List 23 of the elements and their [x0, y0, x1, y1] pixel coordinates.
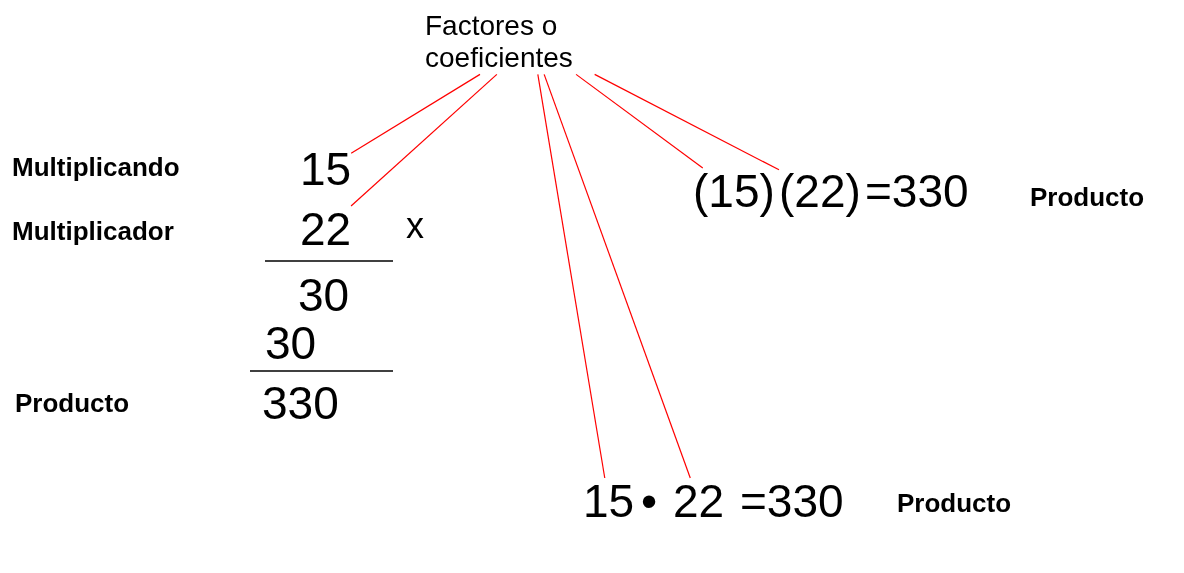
- leader-line: [594, 73, 780, 171]
- leader-line: [543, 73, 691, 479]
- number-text: 30: [298, 272, 350, 318]
- leader-line: [350, 73, 481, 154]
- leader-line: [350, 73, 498, 207]
- number-text: 22: [300, 206, 352, 252]
- term-label: Multiplicador: [12, 218, 174, 244]
- term-label: Producto: [897, 490, 1012, 516]
- term-label: Producto: [15, 390, 130, 416]
- multiplication-dot: •: [641, 478, 658, 524]
- result-text: =330: [740, 478, 844, 524]
- term-label: Producto: [1030, 184, 1145, 210]
- number-text: 15: [583, 478, 635, 524]
- number-text: 330: [262, 380, 339, 426]
- result-text: =330: [865, 168, 969, 214]
- leader-line: [575, 73, 704, 169]
- multiply-sign: x: [406, 208, 424, 244]
- number-text: 15: [300, 146, 352, 192]
- leader-line: [537, 73, 606, 479]
- number-text: 22: [673, 478, 725, 524]
- heading-text: Factores o coeficientes: [425, 10, 640, 75]
- term-label: Multiplicando: [12, 154, 180, 180]
- number-text: 30: [265, 320, 317, 366]
